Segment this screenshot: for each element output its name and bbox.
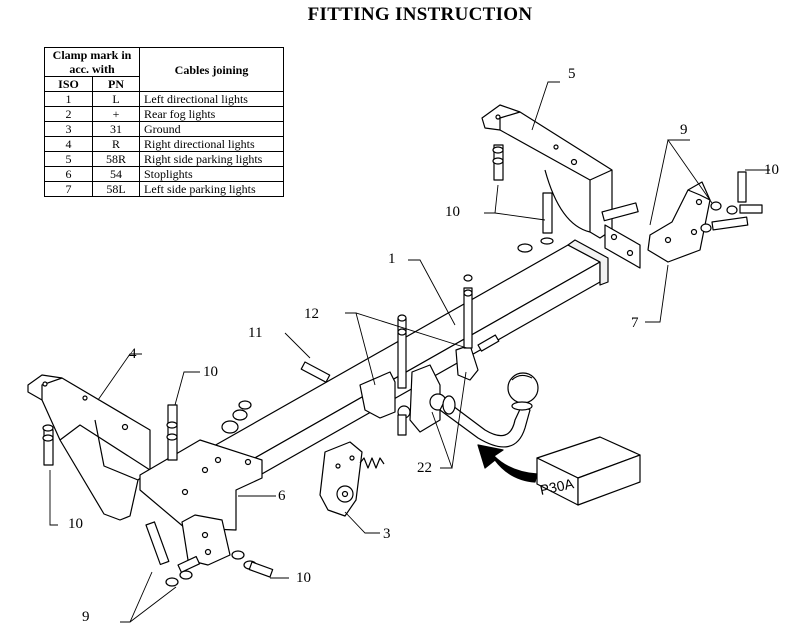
label-part-10-top-right: 10 bbox=[764, 162, 779, 178]
tow-ball bbox=[439, 372, 539, 448]
socket-plate bbox=[319, 441, 363, 517]
label-part-22: 22 bbox=[417, 460, 432, 476]
label-part-10-top-mid: 10 bbox=[445, 204, 460, 220]
label-part-5: 5 bbox=[568, 66, 576, 82]
bracket-plate-right bbox=[604, 224, 641, 269]
label-part-12: 12 bbox=[304, 306, 319, 322]
part-labels: 5 9 10 10 1 7 12 11 4 10 6 10 3 22 10 9 … bbox=[68, 66, 779, 625]
clamp-mark-header: Clamp mark in acc. with bbox=[44, 47, 140, 77]
bolt-nut-set bbox=[42, 144, 763, 587]
box-label: P30A bbox=[538, 475, 575, 498]
pn-cell: 58R bbox=[92, 151, 140, 167]
label-part-9-bottom: 9 bbox=[82, 609, 90, 625]
iso-cell: 4 bbox=[43, 136, 94, 152]
pn-header: PN bbox=[92, 76, 140, 92]
label-part-10-left: 10 bbox=[68, 516, 83, 532]
bracket-4 bbox=[27, 374, 151, 521]
label-part-7: 7 bbox=[631, 315, 639, 331]
label-part-10-mid-left: 10 bbox=[203, 364, 218, 380]
label-part-3: 3 bbox=[383, 526, 391, 542]
label-part-6: 6 bbox=[278, 488, 286, 504]
label-part-11: 11 bbox=[248, 325, 262, 341]
bracket-7 bbox=[647, 181, 711, 263]
cable-cell: Right side parking lights bbox=[139, 151, 284, 167]
leader-lines bbox=[49, 81, 770, 623]
label-part-4: 4 bbox=[129, 346, 137, 362]
label-part-1: 1 bbox=[388, 251, 396, 267]
label-part-9-top: 9 bbox=[680, 122, 688, 138]
ball-mount-bracket bbox=[359, 344, 479, 433]
table-subheader-row: ISO PN bbox=[43, 76, 284, 92]
bracket-5 bbox=[481, 104, 613, 239]
spring bbox=[359, 457, 385, 469]
bracket-6 bbox=[139, 439, 263, 531]
page-title: FITTING INSTRUCTION bbox=[307, 4, 533, 25]
cable-cell: Rear fog lights bbox=[139, 106, 284, 122]
table-row: 2+Rear fog lights bbox=[43, 106, 284, 122]
wiring-table: Clamp mark in acc. with Cables joining I… bbox=[43, 47, 284, 197]
curved-arrow bbox=[477, 444, 538, 483]
cable-cell: Left side parking lights bbox=[139, 181, 284, 197]
label-part-10-bottom: 10 bbox=[296, 570, 311, 586]
cable-cell: Right directional lights bbox=[139, 136, 284, 152]
bracket-lower-left bbox=[181, 514, 231, 566]
iso-cell: 7 bbox=[43, 181, 94, 197]
